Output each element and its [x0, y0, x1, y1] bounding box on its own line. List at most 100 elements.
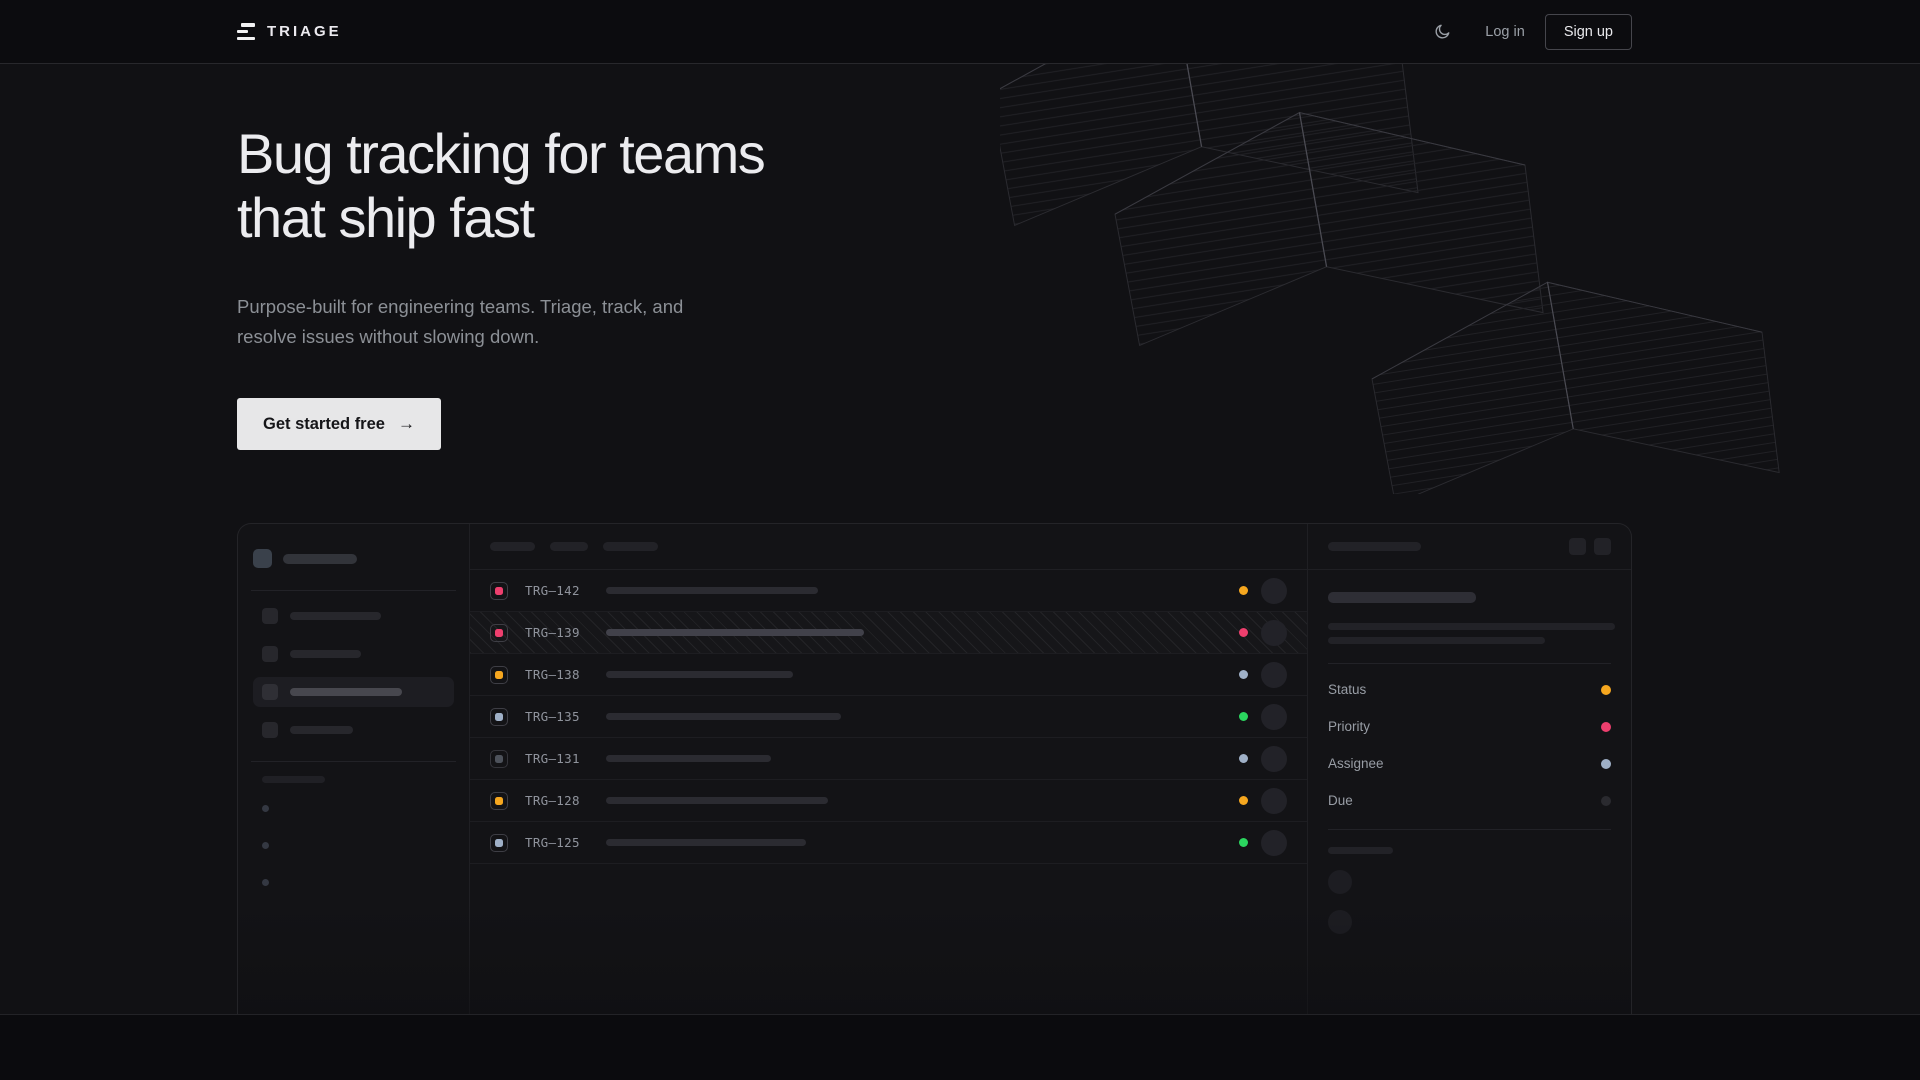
- detail-field-row[interactable]: Priority: [1328, 708, 1611, 745]
- issue-list-column: TRG–142 TRG–139 TRG–138 TRG–135 TRG–131: [470, 524, 1307, 1014]
- detail-fields: Status Priority Assignee Due: [1328, 671, 1611, 819]
- detail-header-actions: [1569, 538, 1611, 555]
- filter-pill-skeleton[interactable]: [490, 542, 535, 551]
- mockup-sidebar: [238, 524, 470, 1014]
- issue-title-skeleton: [606, 671, 793, 678]
- detail-field-row[interactable]: Assignee: [1328, 745, 1611, 782]
- sidebar-label-dot: [262, 842, 269, 849]
- assignee-avatar: [1261, 829, 1287, 856]
- field-label: Assignee: [1328, 756, 1384, 771]
- status-dot: [1239, 712, 1248, 721]
- field-value-dot: [1601, 758, 1611, 769]
- description-line-skeleton: [1328, 637, 1545, 644]
- sidebar-nav-item[interactable]: [253, 677, 454, 707]
- hero-heading-line1: Bug tracking for teams: [237, 122, 766, 185]
- field-label: Priority: [1328, 719, 1371, 734]
- field-value-dot: [1601, 721, 1611, 732]
- issue-type-icon: [490, 707, 508, 726]
- sidebar-item-skeleton: [290, 650, 361, 658]
- sidebar-label-dot: [262, 805, 269, 812]
- hero-subtitle-line1: Purpose-built for engineering teams. Tri…: [237, 296, 684, 317]
- issue-title-skeleton: [1328, 592, 1476, 603]
- theme-toggle-button[interactable]: [1433, 22, 1453, 42]
- assignee-avatar: [1261, 787, 1287, 814]
- status-dot: [1239, 754, 1248, 763]
- sidebar-label-dot: [262, 879, 269, 886]
- sidebar-divider: [251, 590, 456, 591]
- issue-list-toolbar: [470, 524, 1307, 570]
- activity-avatar: [1328, 910, 1352, 934]
- sidebar-nav-item[interactable]: [253, 715, 454, 745]
- triage-logo-icon: [237, 23, 255, 40]
- sidebar-item-skeleton: [290, 612, 381, 620]
- panel-action-button[interactable]: [1569, 538, 1586, 555]
- issue-id: TRG–142: [525, 583, 580, 598]
- issue-title-skeleton: [606, 839, 806, 846]
- login-link[interactable]: Log in: [1485, 23, 1525, 40]
- panel-action-button[interactable]: [1594, 538, 1611, 555]
- issue-id: TRG–131: [525, 751, 580, 766]
- brand-logo[interactable]: TRIAGE: [237, 23, 342, 40]
- field-value-dot: [1601, 684, 1611, 695]
- sidebar-item-icon: [262, 684, 278, 700]
- issue-row[interactable]: TRG–125: [470, 822, 1307, 864]
- status-dot: [1239, 838, 1248, 847]
- get-started-button[interactable]: Get started free →: [237, 398, 441, 450]
- activity-label-skeleton: [1328, 847, 1393, 854]
- description-line-skeleton: [1328, 623, 1615, 630]
- issue-type-icon: [490, 623, 508, 642]
- wireframe-decoration: [1000, 64, 1780, 494]
- app-mockup: TRG–142 TRG–139 TRG–138 TRG–135 TRG–131: [237, 523, 1632, 1014]
- issue-title-skeleton: [606, 713, 841, 720]
- sidebar-item-skeleton: [290, 688, 402, 696]
- filter-pill-skeleton[interactable]: [603, 542, 658, 551]
- issue-row[interactable]: TRG–138: [470, 654, 1307, 696]
- hero-heading-line2: that ship fast: [237, 186, 535, 249]
- nav-inner: TRIAGE Log in Sign up: [0, 13, 1920, 50]
- issue-row[interactable]: TRG–131: [470, 738, 1307, 780]
- sidebar-nav-item[interactable]: [253, 639, 454, 669]
- assignee-avatar: [1261, 703, 1287, 730]
- filter-pill-skeleton[interactable]: [550, 542, 588, 551]
- sidebar-divider: [251, 761, 456, 762]
- assignee-avatar: [1261, 577, 1287, 604]
- sidebar-item-skeleton: [290, 726, 353, 734]
- sidebar-item-icon: [262, 722, 278, 738]
- issue-row[interactable]: TRG–139: [470, 612, 1307, 654]
- assignee-avatar: [1261, 661, 1287, 688]
- arrow-right-icon: →: [397, 414, 415, 433]
- workspace-avatar: [253, 549, 272, 568]
- issue-detail-panel: Status Priority Assignee Due: [1307, 524, 1631, 1014]
- issue-row[interactable]: TRG–128: [470, 780, 1307, 822]
- issue-title-skeleton: [606, 587, 818, 594]
- moon-icon: [1435, 24, 1450, 39]
- issue-row[interactable]: TRG–135: [470, 696, 1307, 738]
- detail-panel-header: [1308, 524, 1631, 570]
- signup-button[interactable]: Sign up: [1544, 13, 1632, 50]
- issue-type-icon: [490, 581, 508, 600]
- sidebar-nav-item[interactable]: [253, 601, 454, 631]
- sidebar-item-icon: [262, 608, 278, 624]
- field-label: Due: [1328, 793, 1353, 808]
- hero-subtitle-line2: resolve issues without slowing down.: [237, 326, 540, 347]
- status-dot: [1239, 628, 1248, 637]
- workspace-switcher[interactable]: [253, 549, 454, 568]
- status-dot: [1239, 796, 1248, 805]
- hero-subtitle: Purpose-built for engineering teams. Tri…: [237, 292, 683, 352]
- brand-name: TRIAGE: [267, 23, 342, 40]
- sidebar-item-icon: [262, 646, 278, 662]
- top-nav: TRIAGE Log in Sign up: [0, 0, 1920, 64]
- issue-title-skeleton: [606, 755, 771, 762]
- assignee-avatar: [1261, 745, 1287, 772]
- sidebar-section-label-skeleton: [262, 776, 325, 783]
- next-section-strip: [0, 1014, 1920, 1080]
- detail-divider: [1328, 663, 1611, 664]
- detail-field-row[interactable]: Status: [1328, 671, 1611, 708]
- issue-row[interactable]: TRG–142: [470, 570, 1307, 612]
- detail-field-row[interactable]: Due: [1328, 782, 1611, 819]
- sidebar-nav: [253, 601, 454, 745]
- detail-divider: [1328, 829, 1611, 830]
- status-dot: [1239, 586, 1248, 595]
- issue-title-skeleton: [606, 797, 828, 804]
